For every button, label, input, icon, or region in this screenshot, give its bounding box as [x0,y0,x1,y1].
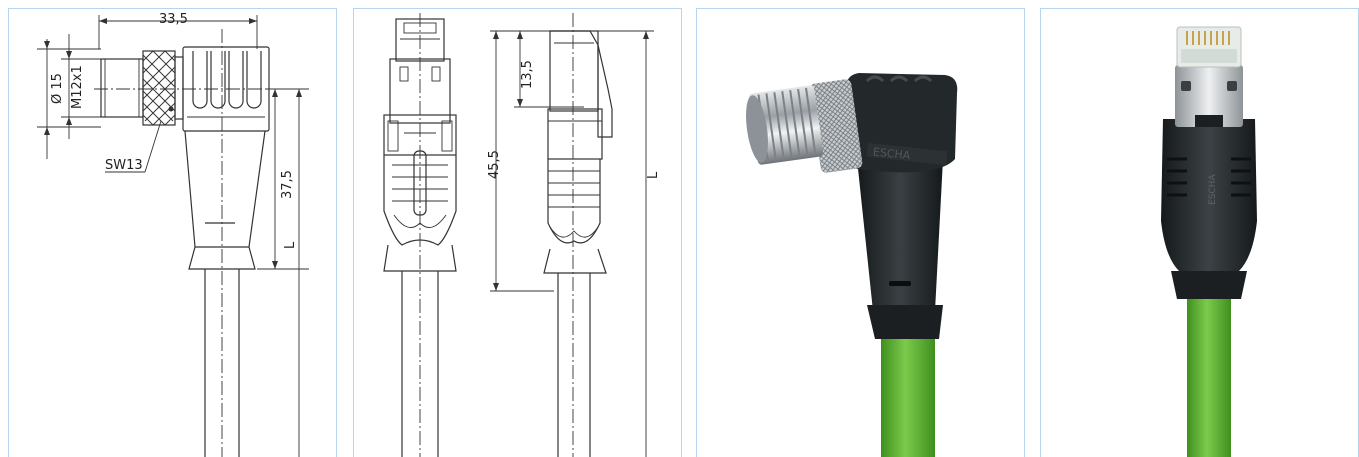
brand-logo-text: ESCHA [1208,174,1218,205]
green-cable [881,329,935,457]
brand-logo-text: ESCHA [872,145,911,162]
metal-shield [1175,65,1243,127]
knurled-nut [809,79,863,173]
dim-height-label: 45,5 [487,150,502,179]
panel-front-drawing: 45,5 13,5 L [353,8,682,457]
panel-straight-photo: ESCHA [1040,8,1359,457]
dim-width-label: 33,5 [159,12,188,27]
dim-diameter-label: Ø 15 [50,73,65,104]
knurl-pattern [142,50,176,126]
front-view-drawing: 45,5 13,5 L [383,13,661,457]
dim-thread-label: M12x1 [70,65,85,109]
dim-top-label: 13,5 [520,60,535,89]
side-view-drawing: 33,5 Ø 15 M12x1 SW13 [37,12,309,457]
green-cable [1187,291,1231,457]
panel-side-drawing: 33,5 Ø 15 M12x1 SW13 [8,8,337,457]
dim-length-label: L [646,171,661,179]
dim-height-label: 37,5 [280,170,295,199]
angled-connector-photo: ESCHA [746,73,958,457]
straight-connector-photo: ESCHA [1161,26,1257,457]
dim-wrench-label: SW13 [105,158,143,173]
dim-length-label: L [283,241,298,249]
panel-angled-photo: ESCHA [696,8,1025,457]
